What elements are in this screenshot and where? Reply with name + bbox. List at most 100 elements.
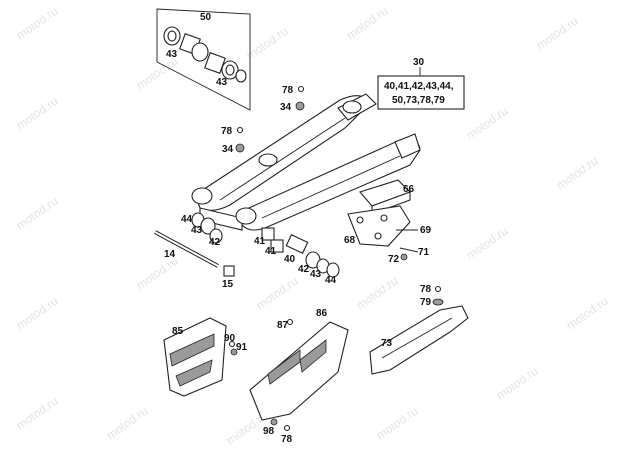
washer-42 xyxy=(209,228,223,244)
label-41: 41 xyxy=(254,236,266,247)
upper-bolts: 78 34 78 34 xyxy=(221,85,305,155)
seal-ring-hole xyxy=(225,64,235,76)
label-72: 72 xyxy=(388,254,400,265)
washer-79 xyxy=(432,298,444,306)
kit-box-line-1: 40,41,42,43,44, xyxy=(384,81,454,92)
nut-15 xyxy=(223,265,235,277)
watermark-text: motod.ru xyxy=(244,24,291,63)
washer-91 xyxy=(230,348,238,356)
plate-hole xyxy=(356,216,364,224)
chain-guide-86 xyxy=(249,321,349,421)
nut-72 xyxy=(400,253,408,261)
screw-90 xyxy=(228,340,236,348)
label-40: 40 xyxy=(284,254,296,265)
guide-plate-68 xyxy=(347,205,411,247)
label-41: 41 xyxy=(265,246,277,257)
washer-98 xyxy=(270,418,278,426)
label-79: 79 xyxy=(420,297,432,308)
kit-box-line-2: 50,73,78,79 xyxy=(392,95,445,106)
bearing-kit-group: 50 43 43 xyxy=(156,8,251,111)
swingarm-edge xyxy=(261,155,401,219)
chain-guide-group: 86 87 98 78 xyxy=(249,308,349,445)
label-34: 34 xyxy=(280,102,292,113)
label-14: 14 xyxy=(164,249,176,260)
label-42: 42 xyxy=(209,237,221,248)
watermark-text: motod.ru xyxy=(464,224,511,263)
guard-slot xyxy=(175,359,213,387)
chain-slider-group: 73 78 79 xyxy=(369,284,469,375)
label-43: 43 xyxy=(310,269,322,280)
pivot-shaft-highlight xyxy=(154,231,219,267)
watermark-text: motod.ru xyxy=(14,294,61,333)
label-87: 87 xyxy=(277,320,289,331)
label-15: 15 xyxy=(222,279,234,290)
screw-71 xyxy=(399,247,419,253)
swingarm-end-lower xyxy=(394,133,421,159)
plate-hole xyxy=(380,214,388,222)
label-66: 66 xyxy=(403,184,415,195)
seal-ring-hole xyxy=(167,30,177,42)
shock-mount xyxy=(258,153,278,167)
label-78: 78 xyxy=(420,284,432,295)
guide-window xyxy=(299,339,327,373)
label-44: 44 xyxy=(181,214,193,225)
label-86: 86 xyxy=(316,308,328,319)
guard-slot xyxy=(169,333,215,367)
bushing-41 xyxy=(270,239,284,253)
bushing-41 xyxy=(261,227,275,241)
bearing-kit-frame xyxy=(156,8,251,111)
label-30: 30 xyxy=(413,57,425,68)
kit-box-group: 30 40,41,42,43,44, 50,73,78,79 xyxy=(377,57,465,110)
right-pivot-parts: 41 41 40 42 43 44 xyxy=(254,227,340,286)
label-43: 43 xyxy=(191,225,203,236)
watermark-text: motod.ru xyxy=(14,394,61,433)
swingarm-edge xyxy=(219,117,346,201)
kit-box xyxy=(377,75,465,110)
watermark-text: motod.ru xyxy=(534,14,581,53)
watermark-text: motod.ru xyxy=(344,4,391,43)
watermark-text: motod.ru xyxy=(14,94,61,133)
watermark-text: motod.ru xyxy=(564,294,611,333)
pivot-shaft-group: 14 15 xyxy=(154,230,235,290)
chain-guard-group: 85 90 91 xyxy=(163,317,248,397)
bearing-parts xyxy=(163,26,247,83)
label-78: 78 xyxy=(221,126,233,137)
bolt-78 xyxy=(434,285,442,293)
nut-34 xyxy=(235,143,245,153)
plate-hole xyxy=(374,232,382,240)
bolt-78 xyxy=(283,424,291,432)
bearing-43 xyxy=(200,217,216,235)
watermark-text: motod.ru xyxy=(374,404,421,443)
screw-87 xyxy=(286,318,294,326)
slider-groove xyxy=(381,317,453,359)
left-pivot-parts: 44 43 42 xyxy=(181,212,223,248)
label-43: 43 xyxy=(216,77,228,88)
label-69: 69 xyxy=(420,225,432,236)
label-90: 90 xyxy=(224,333,236,344)
label-50: 50 xyxy=(200,12,212,23)
label-34: 34 xyxy=(222,144,234,155)
label-43: 43 xyxy=(166,49,178,60)
watermark-text: motod.ru xyxy=(14,4,61,43)
pivot-boss xyxy=(235,207,257,225)
seal-ring xyxy=(191,42,209,62)
label-73: 73 xyxy=(381,338,393,349)
seal-44 xyxy=(326,262,340,278)
label-78: 78 xyxy=(281,434,293,445)
nut-34 xyxy=(295,101,305,111)
label-44: 44 xyxy=(325,275,337,286)
watermark-text: motod.ru xyxy=(554,154,601,193)
bolt-78 xyxy=(297,85,305,93)
label-91: 91 xyxy=(236,342,248,353)
label-78: 78 xyxy=(282,85,294,96)
chain-slider-block: 66 68 69 71 72 xyxy=(344,179,432,265)
label-85: 85 xyxy=(172,326,184,337)
seal-ring xyxy=(235,69,247,83)
watermark-text: motod.ru xyxy=(494,364,541,403)
bolt-78 xyxy=(236,126,244,134)
watermark-text: motod.ru xyxy=(104,404,151,443)
label-42: 42 xyxy=(298,264,310,275)
label-68: 68 xyxy=(344,235,356,246)
label-98: 98 xyxy=(263,426,275,437)
